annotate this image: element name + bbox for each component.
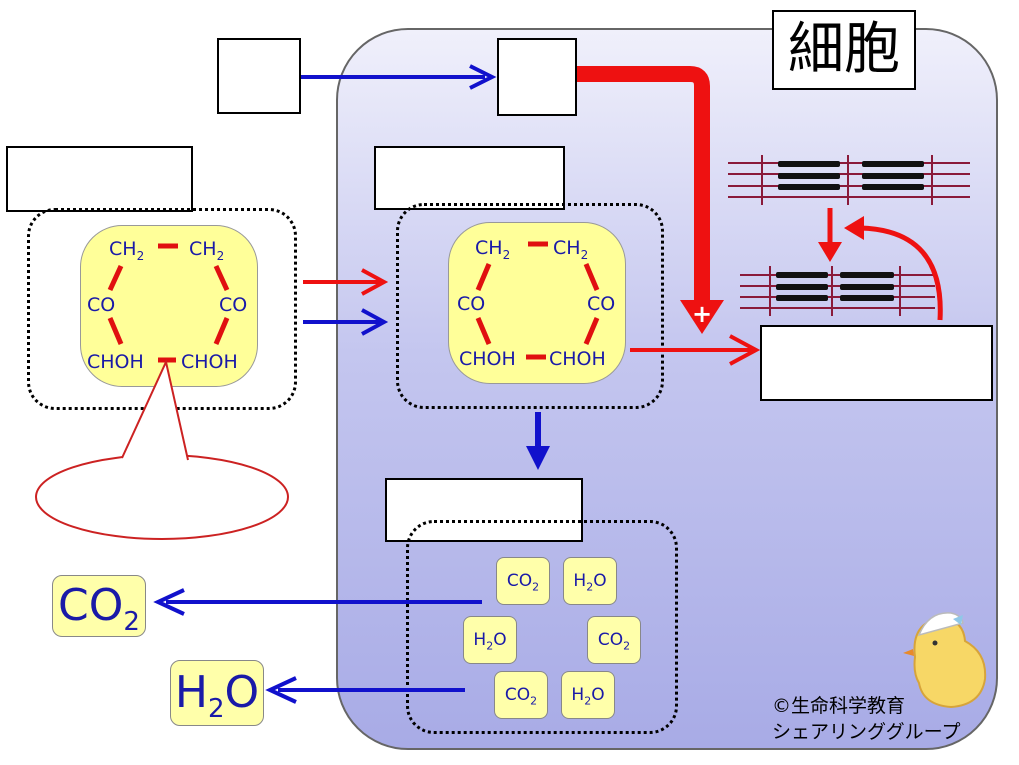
sarcomere-relaxed-filaments	[778, 161, 924, 190]
muscle-target-blank[interactable]	[760, 325, 993, 401]
relaxation-arrow	[859, 225, 943, 321]
sarcomere-relaxed	[728, 155, 970, 205]
co2-chip: CO2	[494, 671, 548, 719]
co2-chip: CO2	[496, 557, 550, 605]
sarcomere-contracted	[740, 266, 935, 316]
inner-molecule-label-blank[interactable]	[374, 146, 565, 210]
plus-sign: +	[692, 300, 712, 328]
callout-pointer	[121, 358, 189, 461]
sarcomere-contracted-filaments	[776, 272, 894, 301]
cell-title: 細胞	[772, 10, 916, 90]
outside-signal-blank[interactable]	[217, 38, 301, 114]
chohg-group: CHOH	[87, 351, 144, 373]
exported-co2: CO2	[52, 575, 146, 637]
h2o-chip: H2O	[463, 616, 517, 664]
products-region	[406, 520, 678, 734]
ch2-group: CH2	[189, 238, 225, 263]
inner-bonds	[475, 241, 600, 360]
h2o-chip: H2O	[563, 557, 617, 605]
ch2-group: CH2	[553, 237, 589, 262]
chick-mascot	[903, 612, 987, 709]
co-group: CO	[219, 294, 248, 316]
h2o-chip: H2O	[561, 671, 615, 719]
ch2-group: CH2	[475, 237, 511, 262]
ch2-group: CH2	[109, 238, 145, 263]
co-group: CO	[587, 293, 616, 315]
inner-molecule-region	[396, 203, 664, 409]
co-group: CO	[87, 294, 116, 316]
outer-molecule-label-blank[interactable]	[6, 146, 193, 212]
copyright-line2: シェアリンググループ	[772, 721, 961, 743]
receptor-red-path	[577, 66, 710, 312]
co2-chip: CO2	[587, 616, 641, 664]
chohg-group: CHOH	[181, 351, 238, 373]
receptor-blank[interactable]	[497, 38, 577, 116]
copyright-line1: ©生命科学教育	[772, 695, 906, 717]
exported-h2o: H2O	[170, 660, 264, 726]
callout-ellipse	[35, 454, 289, 540]
co-group: CO	[457, 293, 486, 315]
chohg-group: CHOH	[459, 348, 516, 370]
decomposition-label-blank[interactable]	[385, 478, 583, 542]
chohg-group: CHOH	[549, 348, 606, 370]
inner-molecule: CH2 CH2 CO CO CHOH CHOH	[448, 222, 626, 384]
outer-bonds	[107, 243, 230, 363]
